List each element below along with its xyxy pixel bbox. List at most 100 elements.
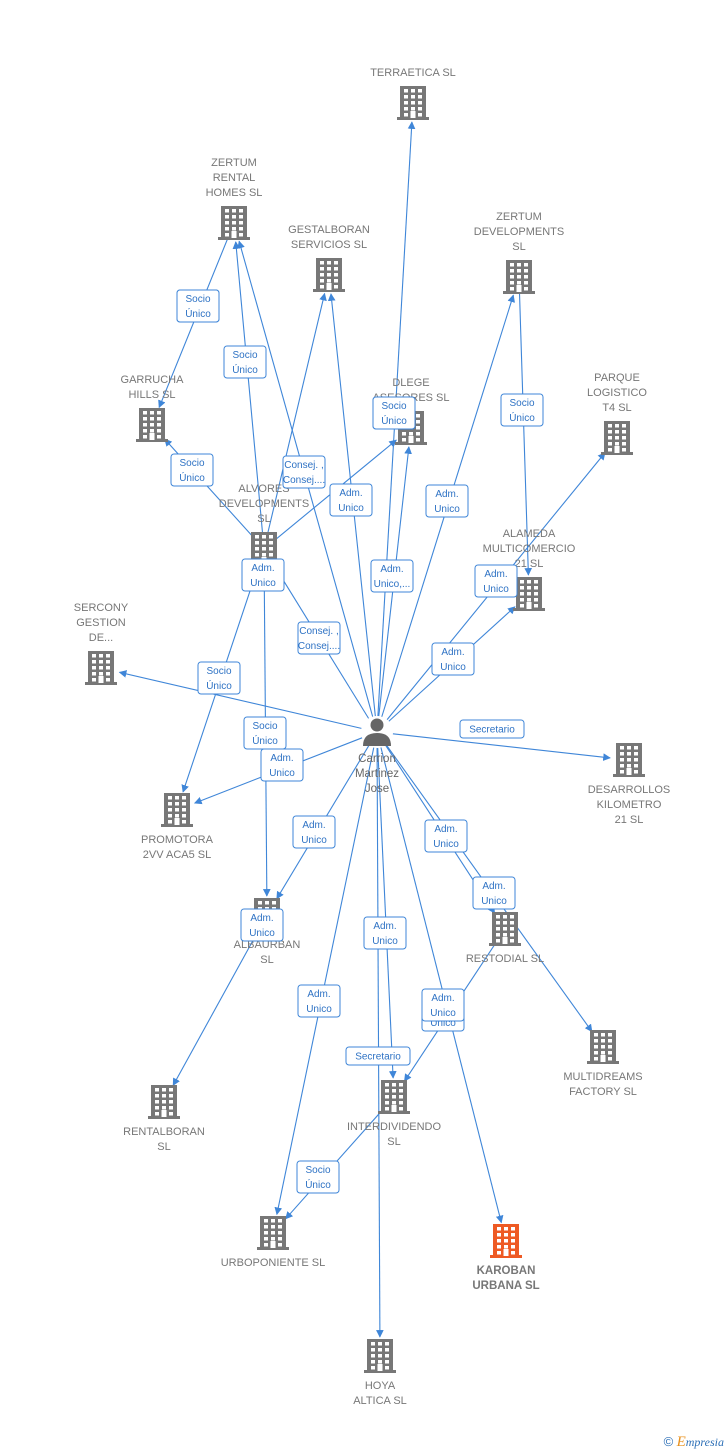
edge-label-text: Secretario xyxy=(469,725,515,736)
person-name-line: Jose xyxy=(365,783,389,795)
edge-label-box xyxy=(296,1160,340,1194)
edge-label-text: Consej. , xyxy=(299,626,338,637)
brand-initial: E xyxy=(676,1434,686,1450)
edge-label-box xyxy=(424,819,468,853)
edge-alvores-to-zertum-rental[interactable] xyxy=(232,241,264,540)
company-name-line: URBOPONIENTE SL xyxy=(221,1257,326,1269)
edge-label-box xyxy=(474,564,518,598)
edge-label-carrion-to-promotora[interactable]: Adm.Unico xyxy=(260,748,304,782)
company-name-line: URBANA SL xyxy=(472,1280,539,1292)
edge-label-carrion-to-albaurban[interactable]: Adm.Unico xyxy=(292,815,336,849)
edge-zertum-dev-to-alameda[interactable] xyxy=(518,286,533,576)
copyright-symbol: © xyxy=(663,1434,674,1449)
edge-label-text: Unico xyxy=(430,1018,456,1029)
edge-label-box xyxy=(282,455,326,489)
company-name-line: SL xyxy=(387,1136,400,1148)
edge-label-text: Unico xyxy=(338,503,364,514)
edge-label-restodial-to-interdividendo[interactable]: Adm.Unico xyxy=(363,916,407,950)
building-icon xyxy=(397,86,429,120)
person-name-line: Martinez xyxy=(355,768,399,780)
edge-label-carrion-to-dlege[interactable]: Adm.Unico,... xyxy=(370,559,414,593)
edge-label-box xyxy=(459,719,525,739)
edge-label-box xyxy=(176,289,220,323)
company-name-line: LOGISTICO xyxy=(587,387,647,399)
company-node-restodial[interactable]: RESTODIAL SL xyxy=(466,912,544,965)
edge-label-text: Único xyxy=(185,307,211,320)
edge-carrion-to-interdividendo[interactable] xyxy=(377,747,397,1079)
edge-label-text: Socio xyxy=(206,666,231,677)
company-name-line: DESARROLLOS xyxy=(588,784,671,796)
company-name-line: KAROBAN xyxy=(477,1265,536,1277)
edge-label-text: Adm. xyxy=(250,913,273,924)
edge-label-carrion-to-zertum-dev[interactable]: Adm.Unico xyxy=(425,484,469,518)
company-node-urboponiente[interactable]: URBOPONIENTE SL xyxy=(221,1216,326,1269)
edge-label-carrion-to-multidreams[interactable]: Adm.Unico xyxy=(472,876,516,910)
edge-label-carrion-to-alvores[interactable]: Consej. ,Consej.... xyxy=(297,621,341,655)
edge-albaurban-to-rentalboran[interactable] xyxy=(172,923,263,1087)
edge-carrion-to-desarrollos[interactable] xyxy=(392,733,611,761)
building-icon xyxy=(503,260,535,294)
company-name-line: HOMES SL xyxy=(206,187,263,199)
edge-label-carrion-to-karoban[interactable]: Adm.Unico xyxy=(421,988,465,1022)
edge-label-carrion-to-parque[interactable]: Adm.Unico xyxy=(474,564,518,598)
company-name-line: SL xyxy=(260,954,273,966)
edge-label-box xyxy=(170,453,214,487)
company-node-karoban[interactable]: KAROBAN URBANA SL xyxy=(472,1224,540,1292)
edge-label-carrion-to-interdividendo[interactable]: Adm.Unico xyxy=(297,984,341,1018)
edge-label-text: Socio xyxy=(252,721,277,732)
edge-label-text: Adm. xyxy=(270,753,293,764)
company-node-terraetica[interactable]: TERRAETICA SL xyxy=(370,67,456,120)
company-name-line: KILOMETRO xyxy=(597,799,662,811)
edge-label-carrion-to-hoya[interactable]: Secretario xyxy=(345,1046,411,1066)
edge-carrion-to-urboponiente[interactable] xyxy=(274,747,375,1216)
edge-label-alvores-to-gestalboran[interactable]: Consej. ,Consej.... xyxy=(282,455,326,489)
edge-carrion-to-karoban[interactable] xyxy=(380,747,504,1224)
edge-carrion-to-sercony[interactable] xyxy=(118,670,362,729)
edge-label-albaurban-to-rentalboran[interactable]: Adm.Unico xyxy=(240,908,284,942)
edge-alvores-to-gestalboran[interactable] xyxy=(265,292,327,540)
company-node-sercony[interactable]: SERCONYGESTIONDE... xyxy=(74,602,129,685)
edge-label-alvores-to-promotora[interactable]: Adm.Unico xyxy=(241,558,285,592)
company-name-line: DE... xyxy=(89,632,113,644)
footer-brand[interactable]: © Empresia xyxy=(664,1434,724,1451)
edge-label-text: Adm. xyxy=(380,564,403,575)
company-name-line: SERVICIOS SL xyxy=(291,239,367,251)
edge-carrion-to-hoya[interactable] xyxy=(376,747,384,1338)
edge-label-carrion-to-desarrollos[interactable]: Secretario xyxy=(459,719,525,739)
building-icon xyxy=(313,258,345,292)
company-name-line: FACTORY SL xyxy=(569,1086,637,1098)
edge-label-carrion-to-restodial[interactable]: Adm.Unico xyxy=(424,819,468,853)
edge-label-text: Adm. xyxy=(307,989,330,1000)
edge-label-text: Adm. xyxy=(431,993,454,1004)
edge-label-carrion-to-alameda[interactable]: Adm.Unico xyxy=(431,642,475,676)
edge-label-text: Socio xyxy=(179,458,204,469)
edge-label-text: Socio xyxy=(381,401,406,412)
edge-label-carrion-to-gestalboran[interactable]: Adm.Unico xyxy=(329,483,373,517)
company-name-line: 2VV ACA5 SL xyxy=(143,849,212,861)
company-name-line: ZERTUM xyxy=(211,157,257,169)
company-name-line: ALBAURBAN xyxy=(234,939,301,951)
